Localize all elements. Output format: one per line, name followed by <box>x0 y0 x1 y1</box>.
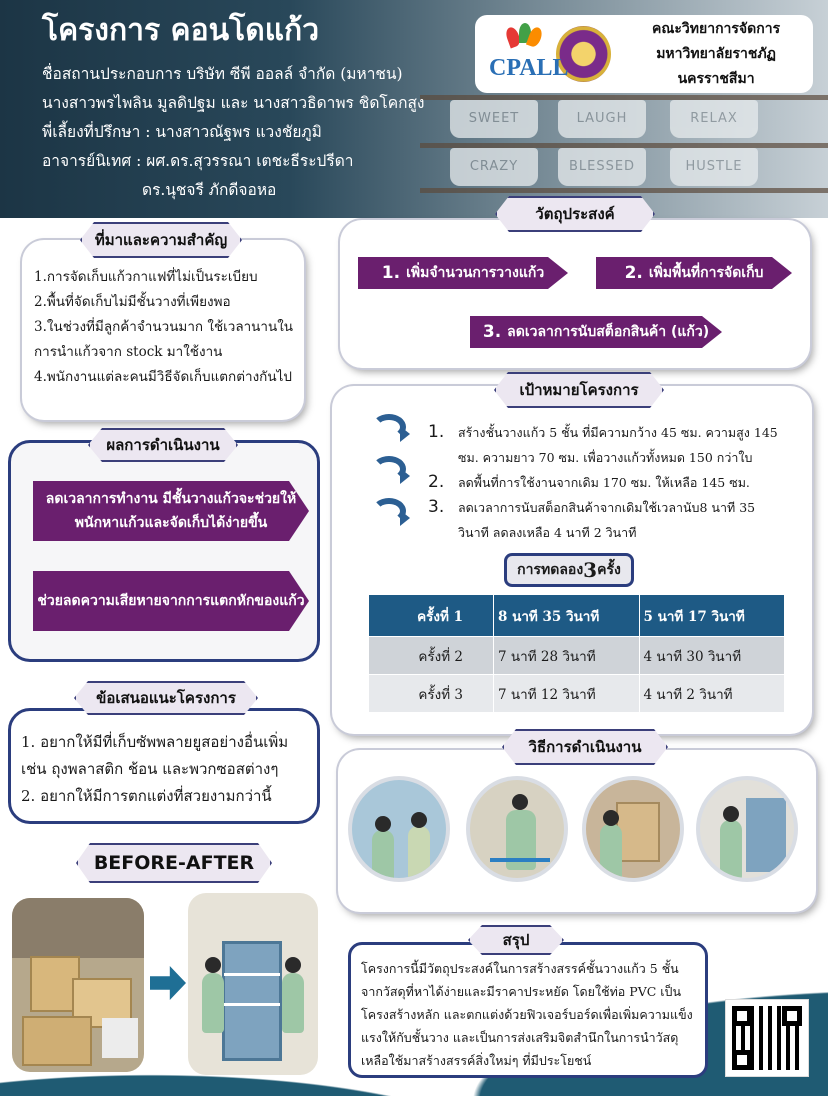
method-photo-2 <box>466 776 568 882</box>
objective-item-2: 2. เพิ่มพื้นที่การจัดเก็บ <box>596 257 792 289</box>
advisor-line: อาจารย์นิเทศ : ผศ.ดร.สุวรรณา เตชะธีระปรี… <box>42 152 354 170</box>
header-text: โครงการ คอนโดแก้ว ชื่อสถานประกอบการ บริษ… <box>42 10 425 205</box>
table-row: ครั้งที่ 1 8 นาที 35 วินาที 5 นาที 17 วิ… <box>368 594 785 637</box>
students-line: นางสาวพรไพลิน มูลดิปฐม และ นางสาวธิดาพร … <box>42 94 425 112</box>
summary-heading: สรุป <box>468 925 564 955</box>
results-heading: ผลการดำเนินงาน <box>88 428 238 462</box>
summary-panel: โครงการนี้มีวัตถุประสงค์ในการสร้างสรรค์ช… <box>348 942 708 1078</box>
objective-item-1: 1. เพิ่มจำนวนการวางแก้ว <box>358 257 568 289</box>
suggestions-list: 1. อยากให้มีที่เก็บซัพพลายยูสอย่างอื่นเพ… <box>21 733 289 805</box>
methods-panel <box>338 750 816 912</box>
goal-item: 2. ลดพื้นที่การใช้งานจากเดิม 170 ซม. ให้… <box>428 472 750 492</box>
method-photo-4 <box>696 776 798 882</box>
loop-arrow-icon <box>372 456 410 484</box>
result-item-1: ลดเวลาการทำงาน มีชั้นวางแก้วจะช่วยให้ พน… <box>33 481 309 541</box>
objectives-heading: วัตถุประสงค์ <box>495 196 655 232</box>
table-row: ครั้งที่ 2 7 นาที 28 วินาที 4 นาที 30 วิ… <box>368 636 785 675</box>
mug-shelf-photo: SWEET LAUGH RELAX CRAZY BLESSED HUSTLE <box>300 0 828 218</box>
result-item-2: ช่วยลดความเสียหายจากการแตกหักของแก้ว <box>33 571 309 631</box>
qr-code-icon[interactable] <box>725 999 809 1077</box>
cpall-logo: CPALL <box>485 19 569 89</box>
goals-heading: เป้าหมายโครงการ <box>494 372 664 408</box>
university-seal-icon <box>555 26 612 82</box>
background-list: 1.การจัดเก็บแก้วกาแฟที่ไม่เป็นระเบียบ 2.… <box>34 269 294 385</box>
goal-item: 1. สร้างชั้นวางแก้ว 5 ชั้น ที่มีความกว้า… <box>428 422 778 465</box>
table-row: ครั้งที่ 3 7 นาที 12 วินาที 4 นาที 2 วิน… <box>368 674 785 713</box>
loop-arrow-icon <box>372 498 410 526</box>
objective-item-3: 3. ลดเวลาการนับสต็อกสินค้า (แก้ว) <box>470 316 722 348</box>
summary-text: โครงการนี้มีวัตถุประสงค์ในการสร้างสรรค์ช… <box>361 961 693 1068</box>
suggestions-panel: 1. อยากให้มีที่เก็บซัพพลายยูสอย่างอื่นเพ… <box>8 708 320 824</box>
objectives-panel: 1. เพิ่มจำนวนการวางแก้ว 2. เพิ่มพื้นที่ก… <box>340 220 810 368</box>
goals-list: 1. สร้างชั้นวางแก้ว 5 ชั้น ที่มีความกว้า… <box>428 420 788 545</box>
loop-arrow-icon <box>372 414 410 442</box>
before-after-heading: BEFORE-AFTER <box>76 843 272 883</box>
method-photo-1 <box>348 776 450 882</box>
experiment-table: ครั้งที่ 1 8 นาที 35 วินาที 5 นาที 17 วิ… <box>368 594 785 713</box>
background-panel: 1.การจัดเก็บแก้วกาแฟที่ไม่เป็นระเบียบ 2.… <box>22 240 304 420</box>
suggestions-heading: ข้อเสนอแนะโครงการ <box>74 681 258 715</box>
results-panel: ลดเวลาการทำงาน มีชั้นวางแก้วจะช่วยให้ พน… <box>8 440 320 662</box>
faculty-name: คณะวิทยาการจัดการ มหาวิทยาลัยราชภัฏนครรา… <box>652 20 781 87</box>
experiment-heading: การทดลอง 3 ครั้ง <box>504 553 634 587</box>
advisor-line-2: ดร.นุชจรี ภักดีจอหอ <box>142 181 277 199</box>
method-photo-3 <box>582 776 684 882</box>
goal-item: 3. ลดเวลาการนับสต็อกสินค้าจากเดิมใช้เวลา… <box>428 497 756 540</box>
background-heading: ที่มาและความสำคัญ <box>80 222 242 258</box>
methods-heading: วิธีการดำเนินงาน <box>502 729 668 765</box>
logo-box: CPALL คณะวิทยาการจัดการ มหาวิทยาลัยราชภั… <box>475 15 813 93</box>
project-title: โครงการ คอนโดแก้ว <box>42 13 320 48</box>
mentor-line: พี่เลี้ยงที่ปรึกษา : นางสาวณัฐพร แวงชัยภ… <box>42 123 322 141</box>
company-line: ชื่อสถานประกอบการ บริษัท ซีพี ออลล์ จำกั… <box>42 65 403 83</box>
